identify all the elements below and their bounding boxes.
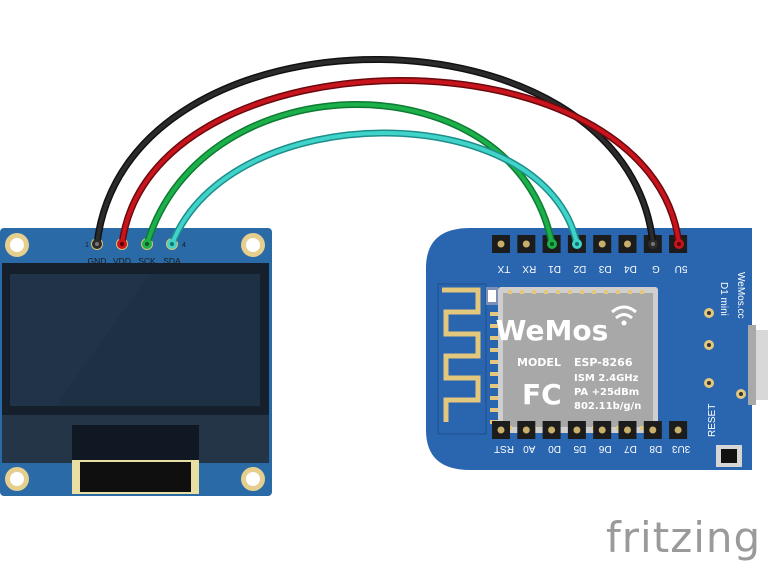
oled-flex-connector: [72, 425, 199, 463]
oled-pin-label-sda: SDA: [163, 256, 181, 266]
wemos-bottom-header: RST A0 D0 D5 D6 D7 D8 3U3: [492, 421, 690, 454]
wire-green-sck-core: [145, 102, 554, 246]
oled-pin-label-vdd: VDD: [113, 256, 131, 266]
wire-black-gnd-core: [95, 57, 655, 246]
wemos-top-pin-label-5u: 5U: [675, 263, 688, 274]
oled-mounting-holes: [5, 233, 265, 491]
wemos-bottom-pin-hole-d7: [624, 426, 631, 434]
wemos-bottom-pin-label-d8: D8: [649, 443, 662, 454]
wemos-top-pin-hole-d4: [624, 240, 631, 248]
wires: [93, 56, 683, 248]
wemos-d1-mini-board[interactable]: WeMos MODEL ESP-8266 FC ISM 2.4GHz PA +2…: [426, 228, 768, 470]
wemos-bottom-pin-hole-d0: [548, 426, 556, 434]
wemos-bottom-pin-label-d5: D5: [573, 443, 586, 454]
wemos-bottom-pin-hole-3u3: [674, 426, 682, 434]
reset-button-cap[interactable]: [721, 449, 737, 463]
oled-pin-number-first: 1: [85, 242, 89, 249]
smd-led-lens: [488, 290, 496, 302]
reset-label: RESET: [707, 404, 718, 437]
wemos-top-pin-label-d1: D1: [548, 263, 561, 274]
wemos-bottom-pin-hole-d5: [573, 426, 581, 434]
pcb-antenna-trace: [442, 287, 481, 422]
wemos-bottom-pin-label-3u3: 3U3: [671, 443, 690, 454]
wemos-bottom-pin-hole-d6: [598, 426, 606, 434]
wemos-bottom-pin-label-d7: D7: [624, 443, 637, 454]
chip-spec-power: PA +25dBm: [574, 387, 639, 398]
board-website-label: WeMos.cc: [735, 272, 746, 319]
wire-end-caps: [92, 239, 684, 249]
wemos-top-pin-label-d3: D3: [598, 263, 611, 274]
wemos-bottom-pin-label-rst: RST: [494, 443, 514, 454]
wemos-chip-logo: WeMos: [496, 314, 609, 347]
oled-flex-cable-inner: [80, 462, 191, 492]
side-pads: [704, 308, 746, 399]
esp8266-label: WeMos MODEL ESP-8266 FC ISM 2.4GHz PA +2…: [496, 305, 641, 412]
usb-connector-edge: [748, 325, 756, 405]
wemos-bottom-pin-hole-rst: [497, 426, 505, 434]
wemos-top-pin-hole-d3: [598, 240, 606, 248]
oled-screen-glare: [10, 274, 150, 406]
wifi-icon: [611, 305, 637, 326]
wemos-top-pin-hole-rx: [522, 240, 530, 248]
wemos-top-pin-label-g: G: [652, 263, 660, 274]
wire-red-vdd-core: [120, 78, 681, 246]
wemos-top-pin-label-tx: TX: [497, 263, 510, 274]
oled-pin-number-last: 4: [182, 242, 186, 249]
wemos-bottom-pin-label-d6: D6: [598, 443, 611, 454]
chip-model-label: MODEL: [517, 356, 561, 369]
wemos-top-pin-label-d4: D4: [624, 263, 637, 274]
chip-model-value: ESP-8266: [574, 356, 633, 369]
chip-spec-frequency: ISM 2.4GHz: [574, 373, 639, 384]
wire-cyan-sda[interactable]: [168, 129, 581, 248]
wemos-top-pin-label-d2: D2: [573, 263, 586, 274]
board-model-label: D1 mini: [718, 282, 729, 316]
oled-pin-label-gnd: GND: [88, 256, 107, 266]
fritzing-logo: fritzing: [606, 513, 761, 562]
oled-pin-label-sck: SCK: [138, 256, 156, 266]
wemos-bottom-pin-hole-a0: [522, 426, 530, 434]
fcc-logo-icon: FC: [522, 378, 562, 411]
wemos-top-pin-hole-tx: [497, 240, 505, 248]
wemos-bottom-pin-hole-d8: [649, 426, 657, 434]
wemos-top-pin-label-rx: RX: [522, 263, 536, 274]
wemos-bottom-pin-label-d0: D0: [548, 443, 561, 454]
wire-cyan-sda-core: [170, 131, 579, 246]
oled-display-module[interactable]: 1 4 GND VDD SCK SDA: [0, 228, 272, 496]
chip-spec-protocol: 802.11b/g/n: [574, 401, 641, 412]
wemos-bottom-pin-label-a0: A0: [523, 443, 536, 454]
